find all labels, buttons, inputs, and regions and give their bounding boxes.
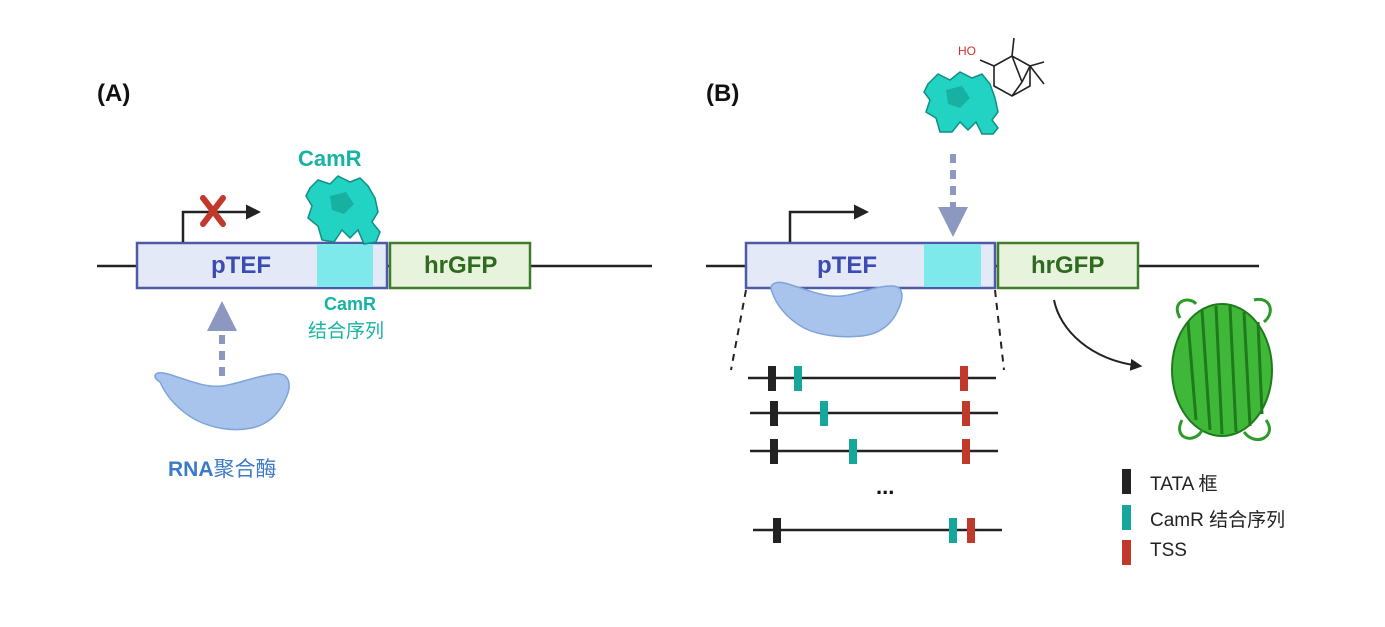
promoter-label-b: pTEF [817, 252, 877, 279]
binding-site-b [924, 244, 981, 287]
promoter-variant [753, 518, 1002, 543]
panel-b [706, 37, 1273, 565]
binding-site-label-a-line2: 结合序列 [308, 321, 385, 342]
promoter-variant [748, 366, 996, 391]
promoter-label-a: pTEF [211, 252, 271, 279]
zoom-line-left [730, 289, 747, 371]
transcription-arrow-b [788, 204, 869, 242]
x-icon [200, 195, 226, 227]
repressor-label-a: CamR [298, 146, 362, 171]
legend-label-tata: TATA 框 [1150, 474, 1218, 495]
camphor-molecule-icon [979, 37, 1045, 97]
promoter-variant [750, 401, 998, 426]
camphor-hydroxyl-label: HO [958, 44, 976, 58]
binding-site-label-a-line1: CamR [324, 294, 377, 314]
polymerase-label-a: RNA聚合酶 [168, 453, 277, 483]
legend-swatch-tata [1122, 469, 1131, 494]
legend-swatch-tss [1122, 540, 1131, 565]
reporter-box-b [996, 241, 1140, 290]
polymerase-label-a-bold: RNA [168, 458, 214, 481]
legend-swatch-camr [1122, 505, 1131, 530]
rna-polymerase-b-icon [770, 281, 903, 338]
panel-a [97, 175, 652, 431]
zoom-line-right [994, 289, 1005, 371]
camr-ligand-complex-icon [923, 71, 999, 135]
promoter-variant [750, 439, 998, 464]
transcription-arrow-a [181, 204, 261, 242]
camr-protein-icon [305, 175, 381, 245]
reporter-label-b: hrGFP [1031, 252, 1105, 279]
panel-b-label: (B) [706, 80, 740, 107]
rna-polymerase-icon [154, 371, 290, 431]
variants-ellipsis: ... [876, 474, 895, 499]
reporter-box-a [388, 241, 532, 290]
legend-label-tss: TSS [1150, 540, 1187, 561]
legend-label-camr: CamR 结合序列 [1150, 510, 1286, 531]
gfp-beta-barrel-icon [1171, 297, 1273, 442]
reporter-label-a: hrGFP [424, 252, 498, 279]
binding-site-a [317, 244, 373, 287]
polymerase-label-a-rest: 聚合酶 [213, 458, 277, 481]
panel-a-label: (A) [97, 80, 131, 107]
expression-arrow [1053, 299, 1143, 371]
